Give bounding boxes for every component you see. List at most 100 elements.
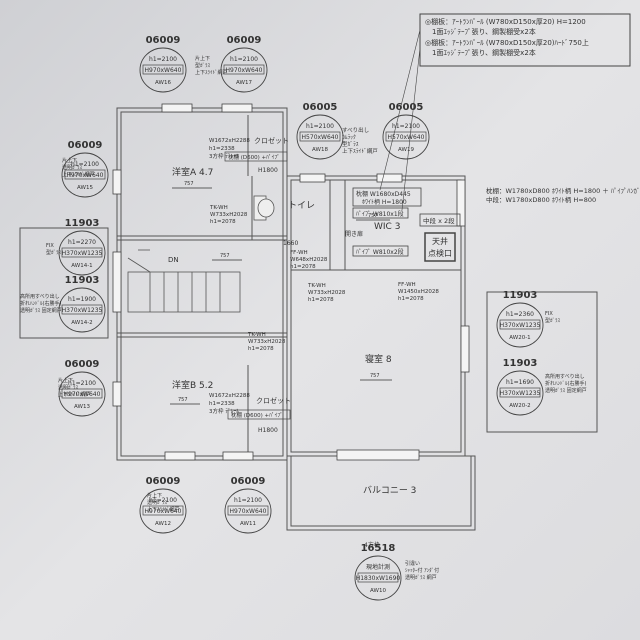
window-height: h1=2100 <box>230 56 258 63</box>
window-size-box <box>499 319 541 330</box>
room-west-a: 洋室A 4.7 <box>172 166 213 178</box>
window-callouts: 06009h1=2100H970xW640AW16片上下型ｶﾞﾗｽ上下ｽﾗｲﾄﾞ… <box>20 35 587 601</box>
window-size: H970xW640 <box>226 67 263 74</box>
window-code: 11903 <box>65 218 100 229</box>
window-size-box <box>64 169 106 180</box>
ff2-c: h1=2078 <box>398 296 424 302</box>
window-note: ｼｬｯﾀｰ付 ｱﾝﾀﾞ付 <box>405 567 439 574</box>
closet-b-spec2: h1=2338 <box>209 401 235 407</box>
note-line-1: ◎棚板：ｱｰﾄﾗﾝﾊﾟｰﾙ (W780xD150x厚20) H=1200 <box>425 17 586 26</box>
spec-labels: W1672xH2288 h1=2338 3方枠 ﾃﾞﾚｰﾙ 枕棚 (D600) … <box>209 126 640 549</box>
window-circle <box>496 370 544 416</box>
window-callout-AW15: 06009h1=2100H970xW640AW15片上下透明ｶﾞﾗｽ上下ｽﾗｲﾄ… <box>61 140 109 198</box>
window-circle <box>224 488 272 534</box>
window-size: H1830xW1690 <box>356 575 401 582</box>
window-circle <box>58 287 106 333</box>
room-wic: WIC 3 <box>374 222 400 232</box>
window-code: 06009 <box>146 476 181 487</box>
stairs-dn: DN <box>168 256 179 264</box>
ff2-a: FF-WH <box>398 282 416 288</box>
window-note: 透明ｶﾞﾗｽ 固定網戸 <box>545 387 587 394</box>
window-note: 上下ｽﾗｲﾄﾞ網戸 <box>195 69 228 76</box>
window-size: H970xW640 <box>64 391 101 398</box>
window-size-box <box>299 131 341 142</box>
tk2-c: h1=2078 <box>308 297 334 303</box>
wic-shelf-b: ﾎﾜｲﾄ柄 H=1800 <box>362 198 407 206</box>
window-callout-AW13: 06009h1=2100H970xW640AW13片上下透明ｶﾞﾗｽ上下ｽﾗｲﾄ… <box>58 359 106 417</box>
pipe-label-1: ﾊﾟｲﾌﾟ W810x1段 <box>356 210 404 218</box>
window-code: 06005 <box>303 102 338 113</box>
east-window-box <box>486 291 598 433</box>
arrow-label-3: 757 <box>178 397 188 403</box>
shelf-b-label: 枕棚 (D600) +ﾊﾟｲﾌﾟ <box>231 411 283 419</box>
window-size-box <box>499 387 541 398</box>
window-height: h1=2270 <box>68 239 96 246</box>
window-height: h1=2100 <box>306 123 334 130</box>
window-id: AW11 <box>240 521 256 527</box>
tk3-b: W733xH2028 <box>248 339 286 345</box>
staircase <box>127 249 241 313</box>
window-size: H370xW1235 <box>500 322 541 329</box>
h1800-a: H1800 <box>258 167 278 174</box>
closet-a-spec3: 3方枠 ﾃﾞﾚｰﾙ <box>209 152 239 160</box>
walls <box>19 107 598 531</box>
window-note: 片上下 <box>62 157 77 164</box>
mid-shelf-label: 中段 x 2段 <box>423 216 455 225</box>
h1800-b: H1800 <box>258 427 278 434</box>
ff1-c: h1=2078 <box>290 264 316 270</box>
window-callout-AW12: 06009h1=2100H970xW640AW12片上下透明ｶﾞﾗｽ上下ｽﾗｲﾄ… <box>139 476 187 534</box>
window-circle <box>58 230 106 276</box>
window-size: H970xW640 <box>67 172 104 179</box>
window-note: 型ｶﾞﾗｽ <box>46 249 62 256</box>
window-code: 06009 <box>65 359 100 370</box>
window-code: 06009 <box>231 476 266 487</box>
tk1-a: TK-WH <box>209 205 228 211</box>
tk1-b: W733xH2028 <box>210 212 248 218</box>
closet-label-b: クロゼット <box>256 396 291 405</box>
window-code: 06005 <box>389 102 424 113</box>
dimension-arrows <box>170 187 392 405</box>
window-note: 高所用すべり出し <box>545 373 585 380</box>
window-code: 06009 <box>227 35 262 46</box>
window-size-box <box>61 388 103 399</box>
window-callout-AW16: 06009h1=2100H970xW640AW16片上下型ｶﾞﾗｽ上下ｽﾗｲﾄﾞ… <box>139 35 228 93</box>
window-height: h1=1900 <box>68 296 96 303</box>
window-note: 透明ｶﾞﾗｽ <box>58 384 79 391</box>
window-id: AW18 <box>312 147 328 153</box>
shelf-a-label: 枕棚 (D600) +ﾊﾟｲﾌﾟ <box>228 153 280 161</box>
window-id: AW15 <box>77 185 93 191</box>
wall-windows <box>112 103 470 461</box>
window-note: 片上下 <box>195 55 210 62</box>
window-callout-AW20-2: 11903h1=1690H370xW1235AW20-2高所用すべり出し折れﾊﾝ… <box>496 358 587 416</box>
ceiling-label-1: 天井 <box>432 236 448 246</box>
room-toilet: トイレ <box>288 201 315 211</box>
ht-note-3: 型ｶﾞﾗｽ <box>342 140 359 148</box>
pipe-label-2: ﾊﾟｲﾌﾟ W810x2段 <box>356 248 404 256</box>
window-id: AW12 <box>155 521 171 527</box>
window-note: 上下ｽﾗｲﾄﾞ網戸 <box>62 171 95 178</box>
notes-box: ◎棚板：ｱｰﾄﾗﾝﾊﾟｰﾙ (W780xD150x厚20) H=1200 1面ｴ… <box>419 13 631 67</box>
window-circle <box>61 152 109 198</box>
ff1-a: FF-WH <box>290 250 308 256</box>
room-bedroom: 寝室 8 <box>365 353 392 365</box>
window-height: h1=2100 <box>392 123 420 130</box>
window-height: h1=2100 <box>149 56 177 63</box>
window-size-box <box>385 131 427 142</box>
ff2-b: W1450xH2028 <box>398 289 439 295</box>
window-height: h1=2360 <box>506 311 534 318</box>
arrow-label-2: 757 <box>220 253 230 259</box>
wic-shelf-box <box>352 187 422 207</box>
window-circle <box>220 47 268 93</box>
window-note: 片上下 <box>58 377 73 384</box>
window-size-box <box>227 505 269 516</box>
window-note: 上下ｽﾗｲﾄﾞ網戸 <box>147 506 180 513</box>
window-circle <box>139 47 187 93</box>
window-note: 引違い <box>405 560 420 567</box>
room-balcony: バルコニー 3 <box>363 485 416 496</box>
